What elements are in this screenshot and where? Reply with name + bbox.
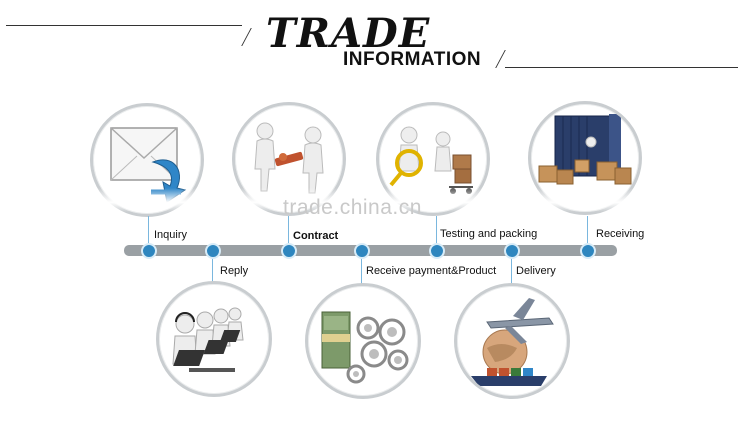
header-slash-left (241, 28, 252, 46)
label-receiving: Receiving (596, 228, 645, 240)
circle-payment (305, 283, 421, 399)
step-dot-reply (205, 243, 221, 259)
handshake-figures-icon (254, 122, 324, 194)
header-slash-right (495, 50, 506, 68)
money-gears-icon (321, 311, 409, 384)
watermark: trade.china.cn (283, 196, 422, 219)
connector-inquiry (148, 216, 149, 246)
label-inquiry: Inquiry (154, 229, 188, 241)
connector-reply (212, 256, 213, 286)
step-dot-delivery (504, 243, 520, 259)
connector-payment (361, 256, 362, 286)
step-dot-inquiry (141, 243, 157, 259)
container-boxes-icon (538, 114, 632, 185)
step-dot-payment (354, 243, 370, 259)
connector-testing (436, 216, 437, 246)
title-information: INFORMATION (343, 49, 482, 70)
connector-contract (288, 216, 289, 246)
call-center-icon (172, 307, 244, 372)
circle-reply (156, 281, 272, 397)
fade-band (80, 188, 660, 212)
label-delivery: Delivery (516, 265, 556, 277)
connector-receiving (587, 216, 588, 246)
step-dot-testing (429, 243, 445, 259)
label-reply: Reply (220, 265, 249, 277)
connector-delivery (511, 256, 512, 286)
plane-ship-globe-icon (471, 298, 554, 386)
header-line-left (6, 25, 242, 26)
label-payment: Receive payment&Product (366, 265, 497, 277)
title-trade: TRADE (266, 10, 431, 57)
header-line-right (505, 67, 738, 68)
step-dot-contract (281, 243, 297, 259)
circle-delivery (454, 283, 570, 399)
step-dot-receiving (580, 243, 596, 259)
timeline-bar (124, 245, 617, 256)
label-testing: Testing and packing (440, 228, 538, 240)
label-contract: Contract (293, 230, 339, 242)
